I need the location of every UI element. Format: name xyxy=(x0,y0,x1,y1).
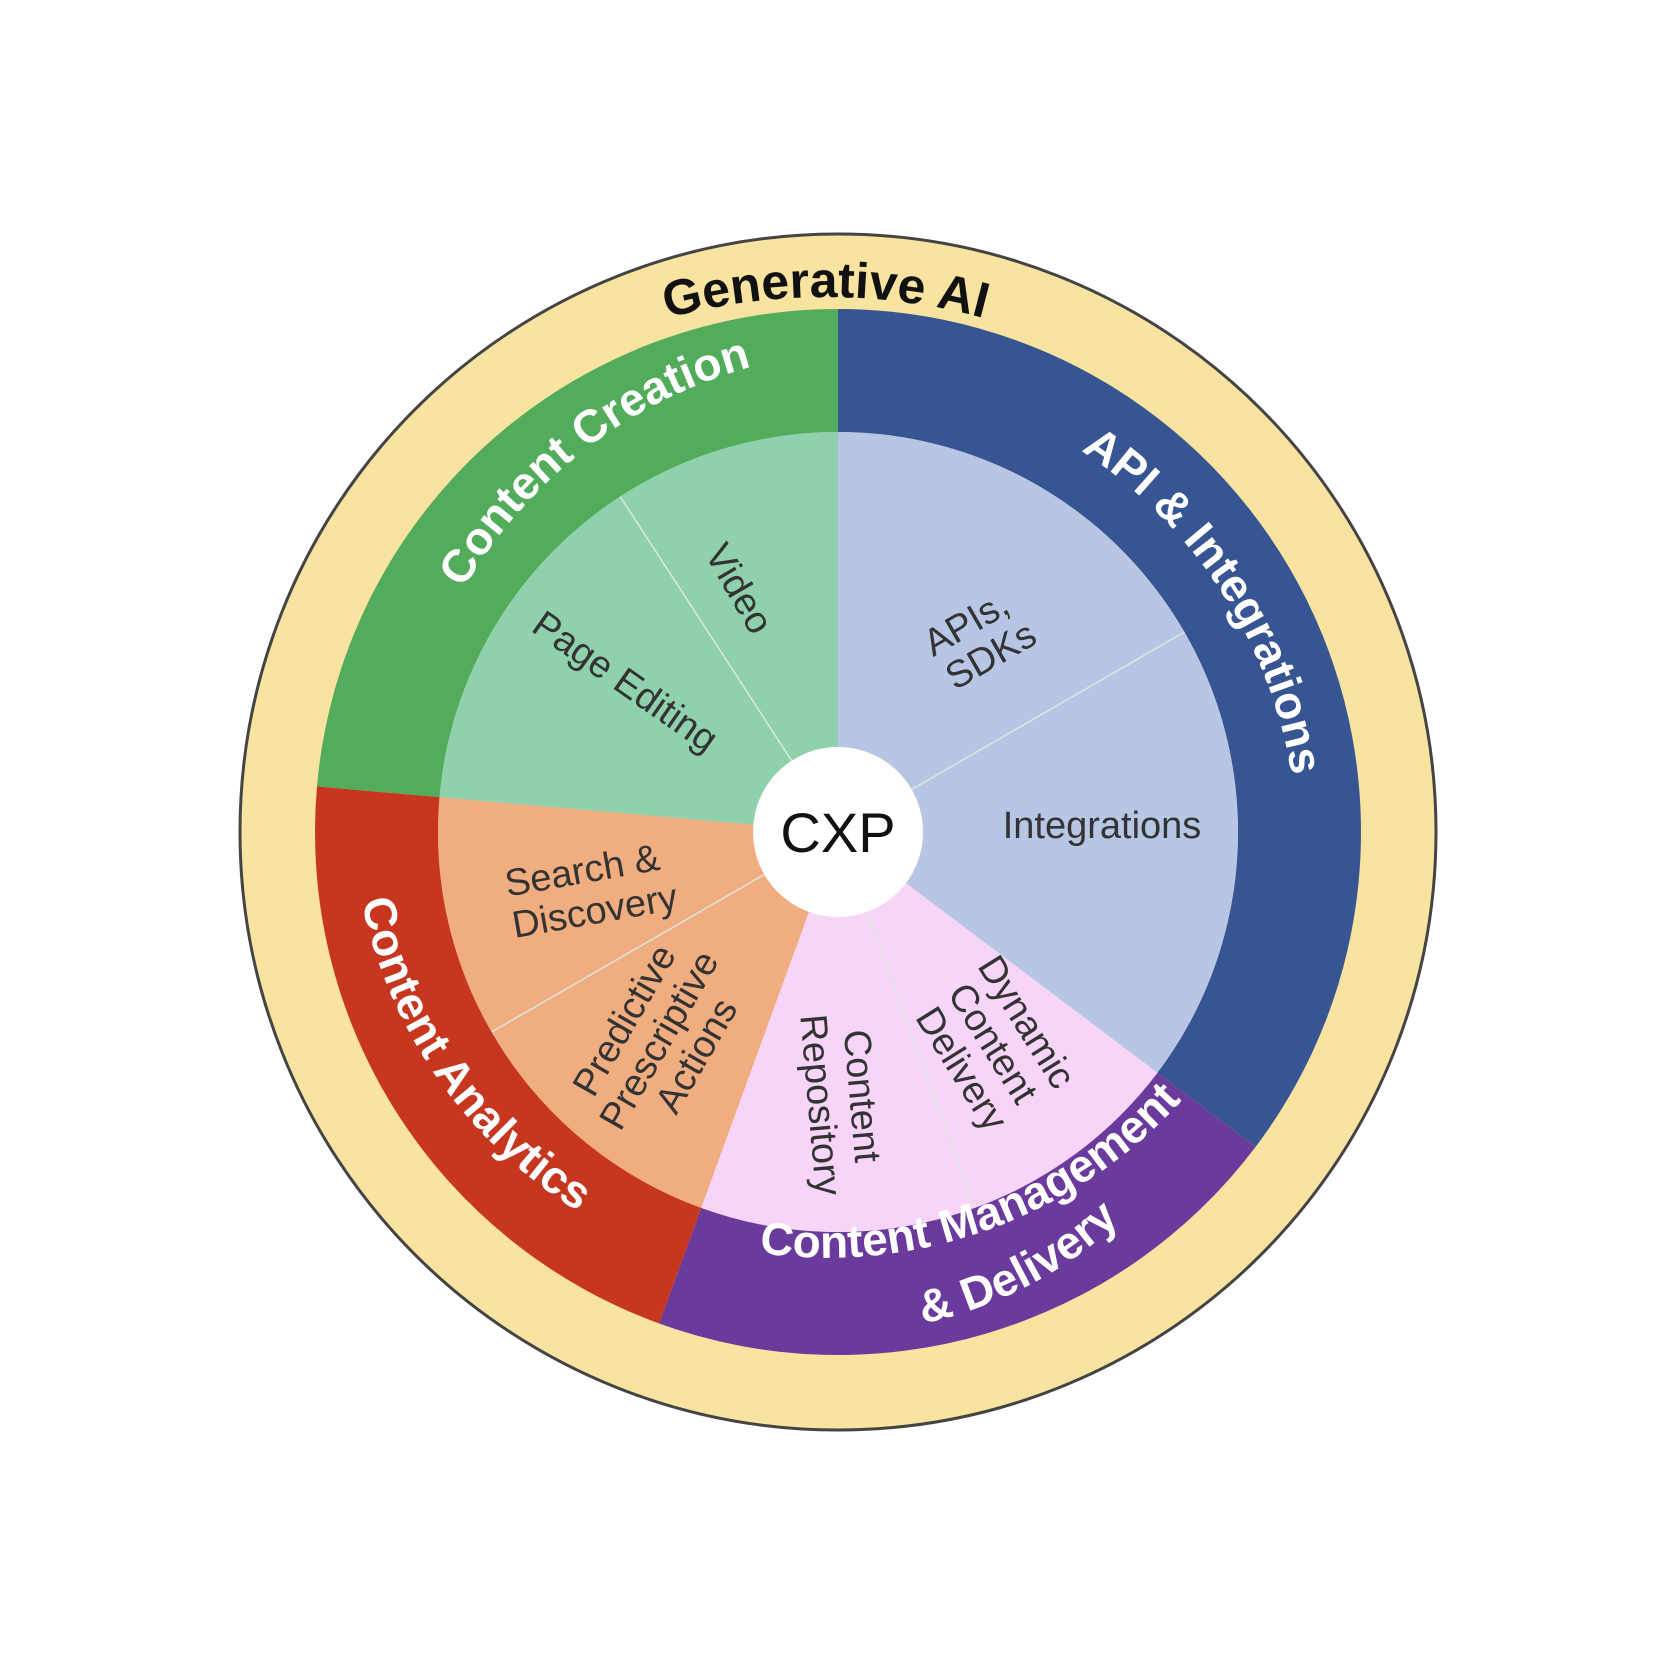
api-integrations-divider xyxy=(911,631,1185,791)
content-management-segment xyxy=(659,1072,1256,1355)
content-management-subsegment-b xyxy=(701,911,975,1232)
content-analytics-segment xyxy=(315,786,702,1324)
api-integrations-subsegment-b xyxy=(905,632,1238,1073)
content-analytics-subsegment-b xyxy=(438,797,765,1032)
content-creation-subsegment-b xyxy=(620,432,838,761)
content-analytics-subsegment-a xyxy=(491,874,809,1208)
integrations-label: Integrations xyxy=(1003,805,1202,847)
content-creation-segment xyxy=(316,309,838,798)
content-analytics-divider xyxy=(491,873,765,1033)
integrations-line: Integrations xyxy=(1003,805,1202,847)
content-management-subsegment-a xyxy=(867,883,1158,1208)
api-integrations-subsegment-a xyxy=(838,432,1185,790)
api-integrations-segment xyxy=(838,309,1361,1147)
content-creation-divider xyxy=(619,496,793,762)
content-creation-subsegment-a xyxy=(439,496,792,825)
center-label: CXP xyxy=(780,801,895,864)
content-management-divider xyxy=(866,911,976,1209)
center-hub xyxy=(753,747,923,917)
content-repository-label: Content Repository xyxy=(791,1009,891,1197)
